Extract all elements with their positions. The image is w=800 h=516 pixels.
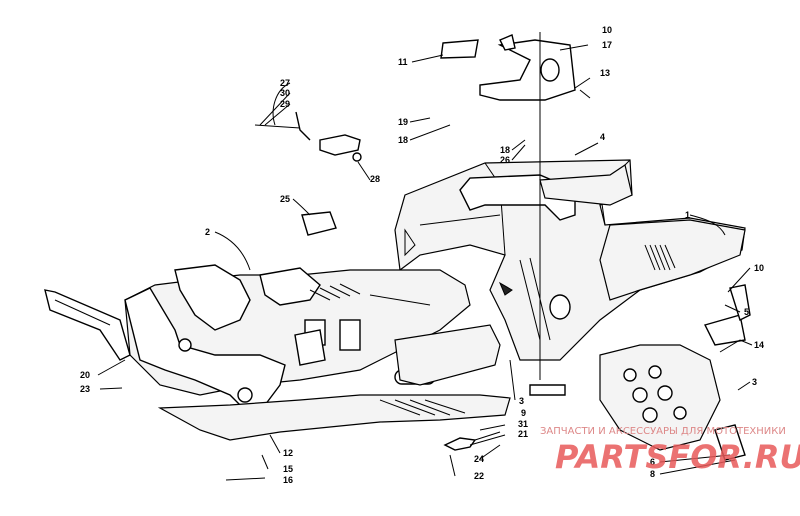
front-bulkhead	[124, 264, 471, 411]
label-3b: 3	[519, 396, 524, 406]
label-13: 13	[600, 68, 610, 78]
leader-lines	[97, 32, 753, 481]
linkage-assembly	[254, 111, 362, 162]
label-22: 22	[474, 471, 484, 481]
label-10a: 10	[602, 25, 612, 35]
lever-22	[443, 431, 501, 451]
part-labels: 10 17 11 13 27 30 29 19 18 18 26 4 28 25…	[80, 25, 764, 485]
label-30: 30	[280, 88, 290, 98]
label-18b: 18	[500, 145, 510, 155]
label-21: 21	[518, 429, 528, 439]
main-frame	[394, 159, 746, 361]
label-12: 12	[283, 448, 293, 458]
label-10b: 10	[754, 263, 764, 273]
label-1: 1	[685, 210, 690, 220]
label-16: 16	[283, 475, 293, 485]
footrest-bracket	[599, 284, 751, 461]
label-28: 28	[370, 174, 380, 184]
label-14: 14	[754, 340, 764, 350]
watermark: ЗАПЧАСТИ И АКСЕССУАРЫ ДЛЯ МОТОТЕХНИКИ PA…	[540, 426, 800, 476]
label-20: 20	[80, 370, 90, 380]
left-bracket	[44, 289, 131, 361]
label-18a: 18	[398, 135, 408, 145]
skid-plate	[157, 394, 511, 441]
label-15: 15	[283, 464, 293, 474]
side-panel	[394, 324, 501, 386]
label-9: 9	[521, 408, 526, 418]
label-11: 11	[398, 57, 408, 67]
clip-3	[529, 384, 566, 396]
label-25: 25	[280, 194, 290, 204]
label-3a: 3	[752, 377, 757, 387]
label-27: 27	[280, 78, 290, 88]
label-2: 2	[205, 227, 210, 237]
label-17: 17	[602, 40, 612, 50]
label-5: 5	[744, 307, 749, 317]
label-26: 26	[500, 155, 510, 165]
label-24: 24	[474, 454, 484, 464]
label-23: 23	[80, 384, 90, 394]
upper-bracket	[440, 34, 591, 101]
label-4: 4	[600, 132, 605, 142]
label-19: 19	[398, 117, 408, 127]
label-31: 31	[518, 419, 528, 429]
watermark-logo: PARTSFOR.RU	[555, 438, 800, 476]
label-29: 29	[280, 99, 290, 109]
plate-25	[301, 211, 337, 236]
label-6: 6	[650, 457, 655, 467]
label-8: 8	[650, 469, 655, 479]
watermark-tagline: ЗАПЧАСТИ И АКСЕССУАРЫ ДЛЯ МОТОТЕХНИКИ	[540, 426, 786, 437]
